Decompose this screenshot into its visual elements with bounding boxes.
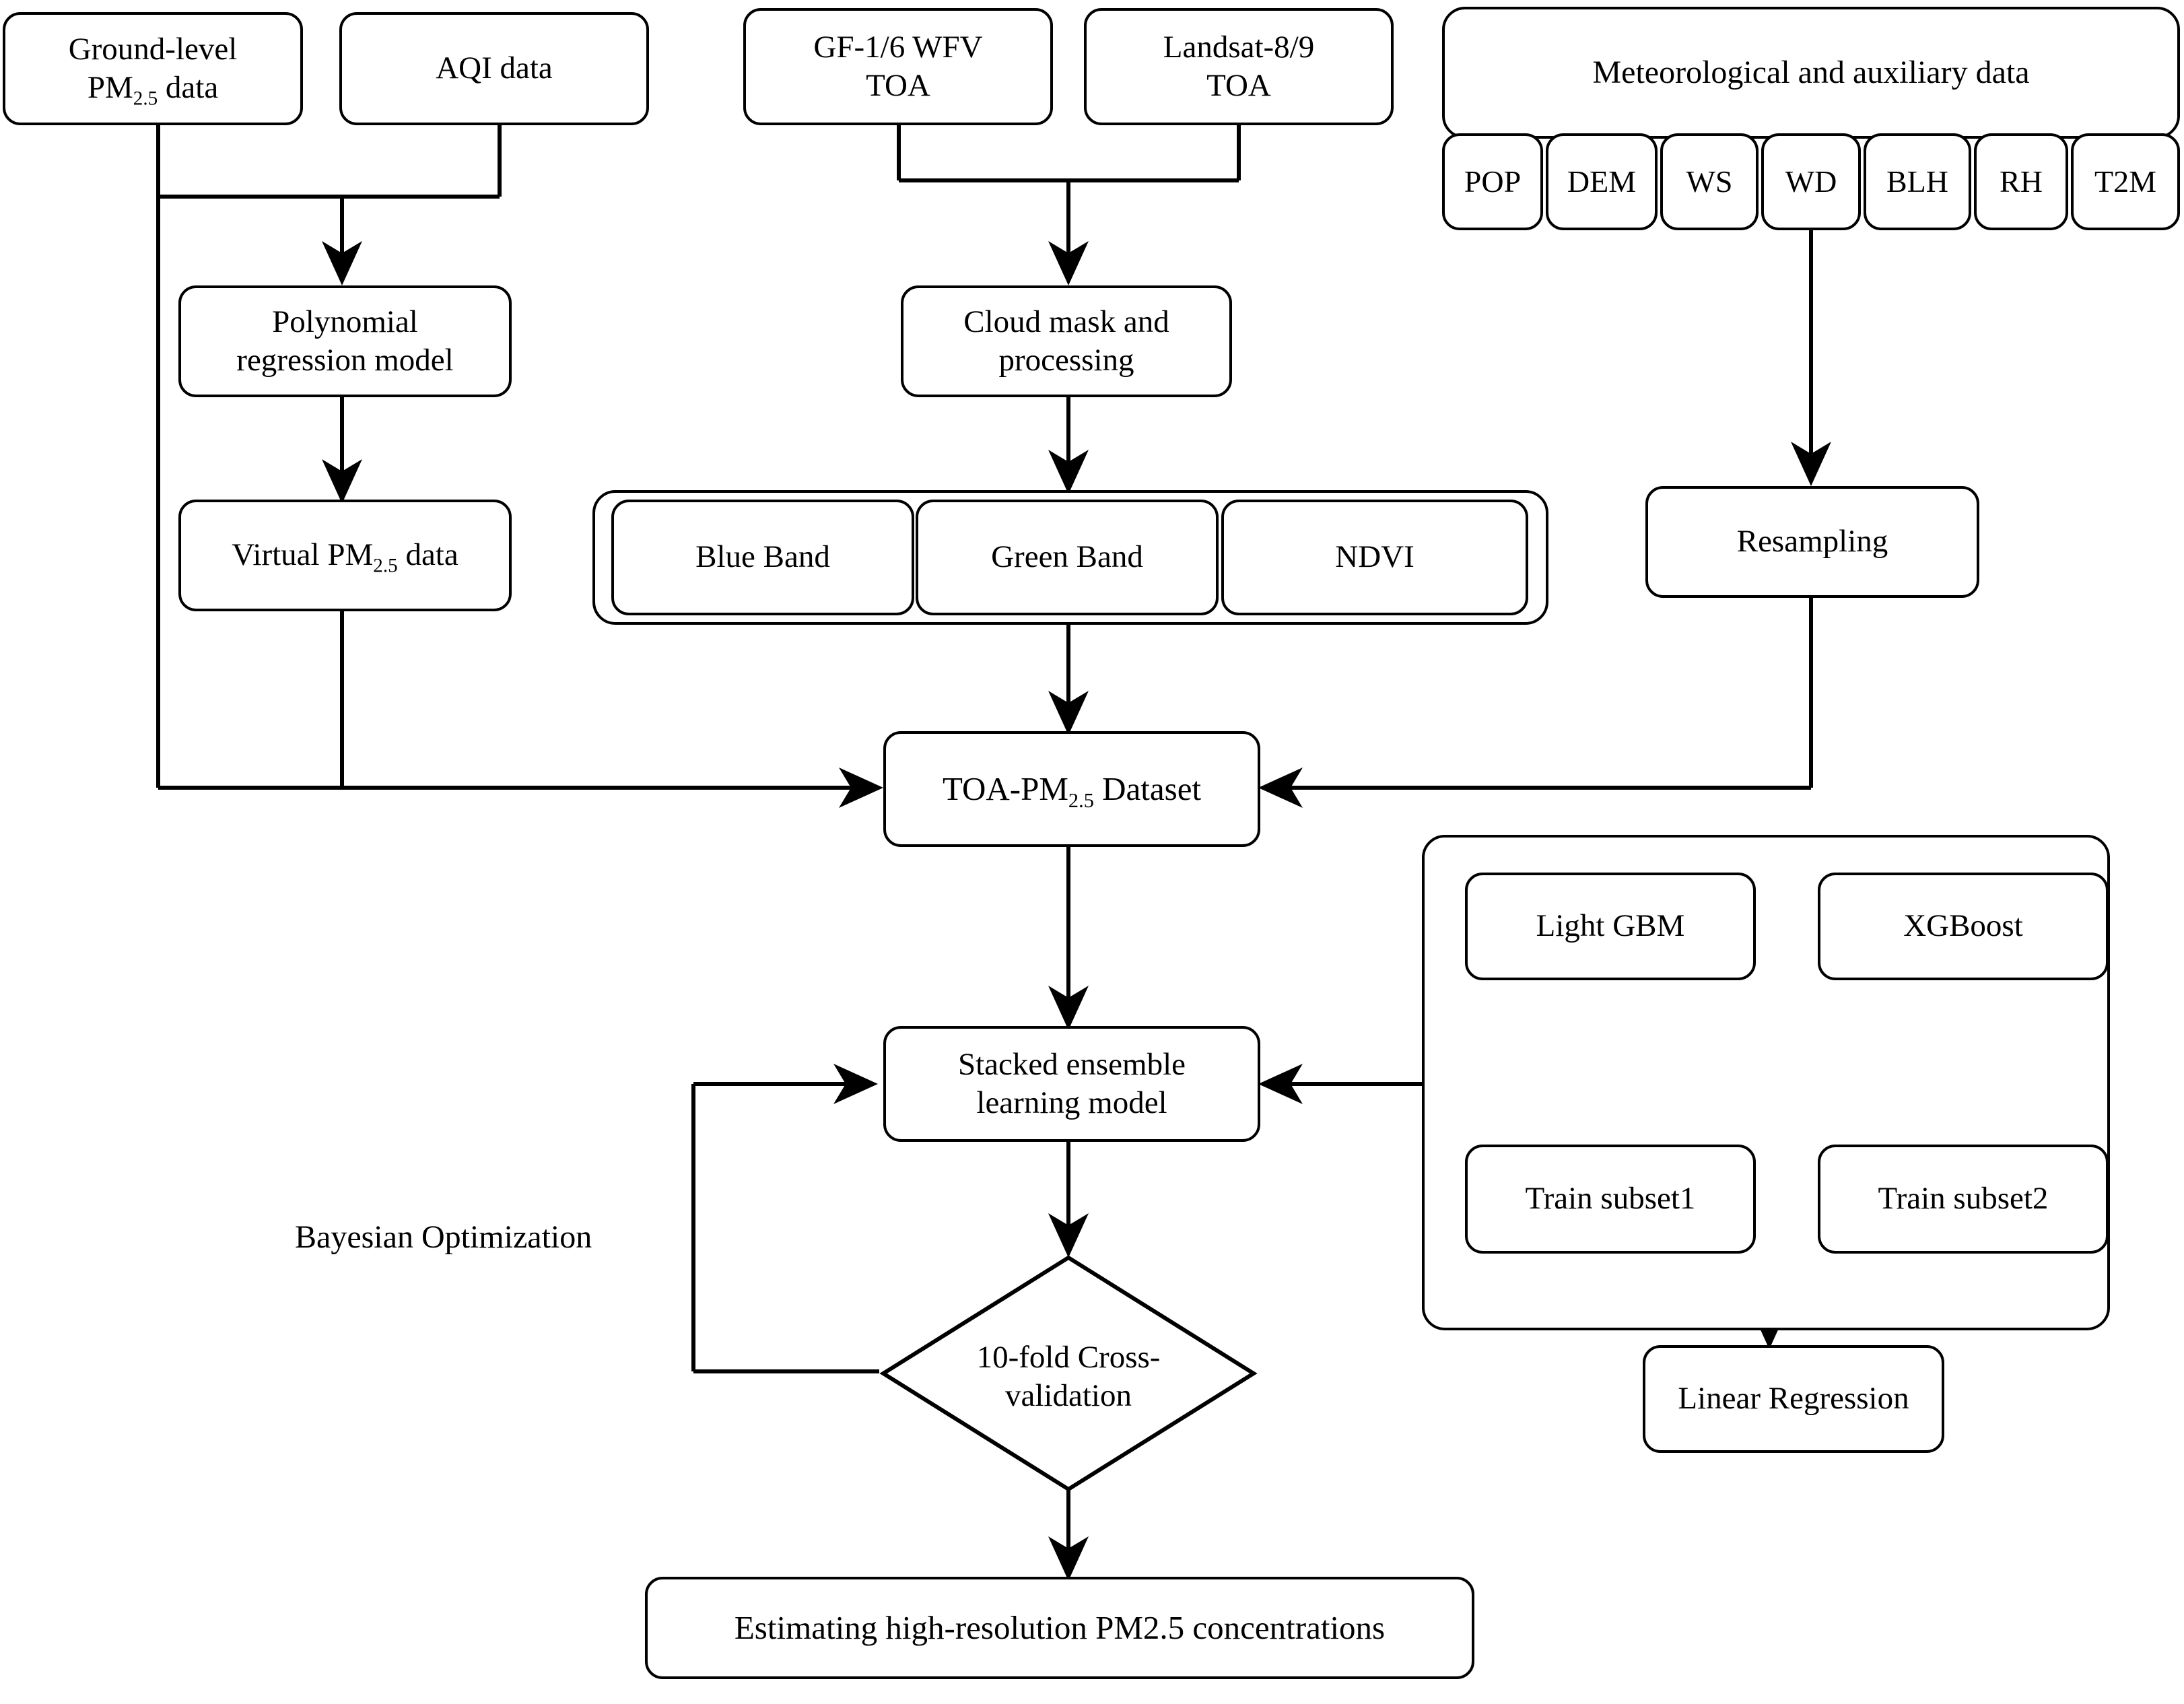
ground-pm25-data: data bbox=[158, 70, 219, 105]
aqi-data-label: AQI data bbox=[436, 50, 553, 86]
node-meteo-var-t2m[interactable]: T2M bbox=[2071, 133, 2180, 230]
gf-line1: GF-1/6 WFV bbox=[813, 29, 983, 65]
node-toa-pm25-dataset[interactable]: TOA-PM2.5 Dataset bbox=[883, 731, 1260, 847]
node-train-subset2[interactable]: Train subset2 bbox=[1818, 1145, 2109, 1254]
poly-line1: Polynomial bbox=[272, 304, 418, 339]
node-green-band[interactable]: Green Band bbox=[916, 500, 1219, 615]
train-subset1-label: Train subset1 bbox=[1525, 1181, 1696, 1217]
node-cloud-mask-and-processing[interactable]: Cloud mask and processing bbox=[901, 285, 1232, 397]
bayesian-optimization-label: Bayesian Optimization bbox=[295, 1219, 592, 1256]
node-meteo-var-blh[interactable]: BLH bbox=[1864, 133, 1971, 230]
meteo-var-dem-label: DEM bbox=[1567, 164, 1637, 199]
meteo-var-rh-label: RH bbox=[2000, 164, 2043, 199]
node-landsat-8-9-toa[interactable]: Landsat-8/9 TOA bbox=[1084, 8, 1394, 125]
cloud-line2: processing bbox=[998, 343, 1134, 378]
landsat-line2: TOA bbox=[1206, 68, 1271, 103]
node-cv-label: 10-fold Cross- validation bbox=[977, 1338, 1161, 1416]
light-gbm-label: Light GBM bbox=[1536, 908, 1685, 944]
ground-pm25-line2: PM2.5 data bbox=[69, 69, 238, 110]
ground-pm25-line1: Ground-level bbox=[68, 31, 238, 67]
gf-line2: TOA bbox=[866, 68, 930, 103]
meteo-var-ws-label: WS bbox=[1686, 164, 1733, 199]
node-meteo-var-dem[interactable]: DEM bbox=[1546, 133, 1658, 230]
cloud-line1: Cloud mask and bbox=[963, 304, 1169, 339]
toa-dataset-pre: TOA-PM bbox=[942, 770, 1068, 808]
final-output-label: Estimating high-resolution PM2.5 concent… bbox=[734, 1609, 1386, 1647]
node-cross-validation[interactable]: 10-fold Cross- validation bbox=[910, 1313, 1227, 1441]
node-xgboost[interactable]: XGBoost bbox=[1818, 873, 2109, 980]
poly-line2: regression model bbox=[236, 343, 454, 378]
node-stacked-label: Stacked ensemble learning model bbox=[958, 1046, 1186, 1123]
cv-line1: 10-fold Cross- bbox=[976, 1339, 1161, 1375]
train-subset2-label: Train subset2 bbox=[1878, 1181, 2049, 1217]
stacked-line1: Stacked ensemble bbox=[957, 1046, 1186, 1082]
node-resampling[interactable]: Resampling bbox=[1645, 486, 1979, 598]
node-meteo-var-pop[interactable]: POP bbox=[1442, 133, 1543, 230]
node-final-output[interactable]: Estimating high-resolution PM2.5 concent… bbox=[645, 1577, 1474, 1679]
node-train-subset1[interactable]: Train subset1 bbox=[1465, 1145, 1756, 1254]
node-virtual-pm25-data[interactable]: Virtual PM2.5 data bbox=[178, 500, 512, 611]
node-poly-label: Polynomial regression model bbox=[236, 303, 453, 380]
virtual-pm25-label: Virtual PM2.5 data bbox=[232, 536, 458, 577]
green-band-label: Green Band bbox=[991, 539, 1143, 575]
node-ground-level-pm25[interactable]: Ground-level PM2.5 data bbox=[3, 12, 303, 125]
virtual-pm25-post: data bbox=[397, 537, 458, 573]
node-gf-label: GF-1/6 WFV TOA bbox=[813, 28, 982, 106]
meteo-var-t2m-label: T2M bbox=[2094, 164, 2156, 199]
node-aqi-data[interactable]: AQI data bbox=[339, 12, 649, 125]
node-ground-level-pm25-label: Ground-level PM2.5 data bbox=[69, 30, 238, 108]
ground-pm25-pm: PM bbox=[87, 70, 133, 105]
meteo-var-blh-label: BLH bbox=[1886, 164, 1948, 199]
cv-line2: validation bbox=[1005, 1378, 1132, 1413]
virtual-pm25-pre: Virtual PM bbox=[232, 537, 374, 573]
landsat-line1: Landsat-8/9 bbox=[1163, 29, 1315, 65]
node-polynomial-regression-model[interactable]: Polynomial regression model bbox=[178, 285, 512, 397]
meteo-var-pop-label: POP bbox=[1464, 164, 1522, 199]
node-linear-regression[interactable]: Linear Regression bbox=[1643, 1345, 1944, 1453]
toa-dataset-subscript: 2.5 bbox=[1068, 788, 1094, 812]
toa-dataset-label: TOA-PM2.5 Dataset bbox=[942, 769, 1202, 812]
meteorological-label: Meteorological and auxiliary data bbox=[1592, 54, 2030, 90]
node-meteo-var-wd[interactable]: WD bbox=[1761, 133, 1861, 230]
meteo-var-wd-label: WD bbox=[1785, 164, 1837, 199]
virtual-pm25-subscript: 2.5 bbox=[373, 555, 398, 577]
node-stacked-ensemble-learning-model[interactable]: Stacked ensemble learning model bbox=[883, 1026, 1260, 1142]
ground-pm25-subscript: 2.5 bbox=[133, 88, 158, 110]
xgboost-label: XGBoost bbox=[1903, 908, 2023, 944]
node-blue-band[interactable]: Blue Band bbox=[611, 500, 914, 615]
blue-band-label: Blue Band bbox=[695, 539, 830, 575]
node-meteo-var-ws[interactable]: WS bbox=[1660, 133, 1759, 230]
ndvi-label: NDVI bbox=[1335, 539, 1414, 575]
bayesian-optimization-text: Bayesian Optimization bbox=[295, 1219, 592, 1255]
linear-regression-label: Linear Regression bbox=[1678, 1381, 1909, 1417]
toa-dataset-post: Dataset bbox=[1093, 770, 1202, 808]
stacked-line2: learning model bbox=[976, 1085, 1167, 1120]
cross-validation-diamond-shape bbox=[879, 1255, 1258, 1492]
node-gf-1-6-wfv-toa[interactable]: GF-1/6 WFV TOA bbox=[743, 8, 1053, 125]
resampling-label: Resampling bbox=[1736, 524, 1888, 559]
node-landsat-label: Landsat-8/9 TOA bbox=[1163, 28, 1315, 106]
node-cloud-label: Cloud mask and processing bbox=[963, 303, 1169, 380]
node-ndvi[interactable]: NDVI bbox=[1221, 500, 1528, 615]
node-meteorological-auxiliary-data[interactable]: Meteorological and auxiliary data bbox=[1442, 7, 2180, 139]
node-meteo-var-rh[interactable]: RH bbox=[1974, 133, 2068, 230]
node-light-gbm[interactable]: Light GBM bbox=[1465, 873, 1756, 980]
